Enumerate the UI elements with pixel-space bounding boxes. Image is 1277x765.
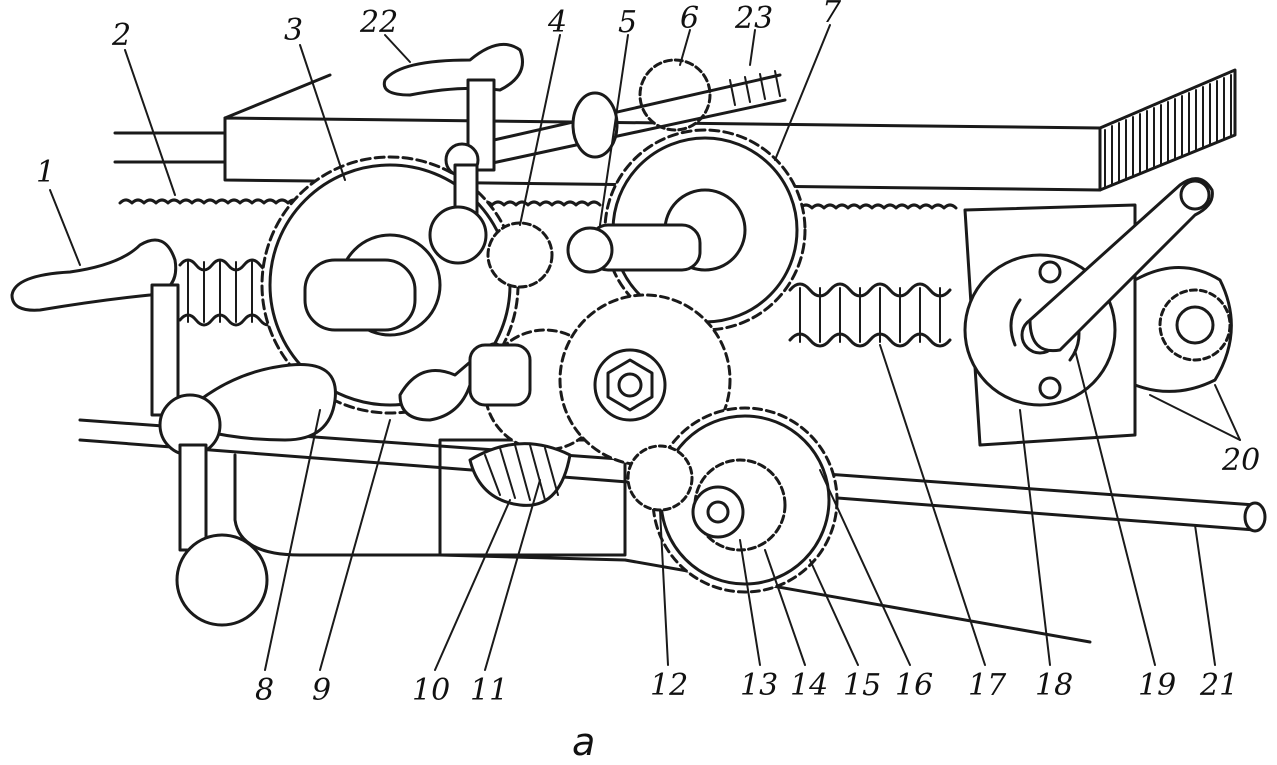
callout-5: 5 <box>618 5 637 40</box>
leader-lines <box>49 24 1241 671</box>
callout-17: 17 <box>968 668 1007 703</box>
callout-3: 3 <box>284 13 303 48</box>
gear-14 <box>691 458 787 552</box>
callout-1: 1 <box>36 155 55 190</box>
gear-4 <box>486 221 554 289</box>
rack <box>118 198 958 210</box>
callout-10: 10 <box>412 673 450 708</box>
top-shaft <box>448 70 787 172</box>
callout-6: 6 <box>680 1 699 36</box>
lead-screw <box>788 282 952 348</box>
gear-6 <box>638 58 712 132</box>
wheel-20 <box>1133 266 1233 393</box>
callout-8: 8 <box>255 673 274 708</box>
callout-19: 19 <box>1138 668 1176 703</box>
callout-9: 9 <box>312 673 331 708</box>
lever-9 <box>398 342 532 422</box>
bed-hatching <box>1104 74 1232 189</box>
callout-labels: 1 2 3 22 4 5 6 23 7 8 9 10 11 12 13 14 1… <box>36 0 1260 708</box>
callout-4: 4 <box>547 5 567 40</box>
crank-19 <box>1028 177 1214 353</box>
callout-15: 15 <box>843 668 881 703</box>
callout-22: 22 <box>359 5 398 40</box>
callout-7: 7 <box>822 0 842 30</box>
worm-10 <box>468 442 572 507</box>
callout-12: 12 <box>650 668 688 703</box>
callout-14: 14 <box>790 668 828 703</box>
handwheel-8 <box>158 362 337 627</box>
handle-22 <box>382 42 524 265</box>
callout-18: 18 <box>1035 668 1073 703</box>
callout-20: 20 <box>1221 443 1260 478</box>
callout-16: 16 <box>895 668 933 703</box>
center-gear <box>558 293 732 467</box>
callout-13: 13 <box>740 668 778 703</box>
callout-11: 11 <box>470 673 508 708</box>
callout-2: 2 <box>111 18 131 53</box>
handle-1 <box>10 238 180 417</box>
callout-23: 23 <box>734 1 773 36</box>
cross-screw <box>178 258 278 327</box>
knob-5 <box>566 223 702 274</box>
callout-21: 21 <box>1199 668 1238 703</box>
gear-12 <box>626 444 694 512</box>
figure-caption: a <box>572 720 595 764</box>
